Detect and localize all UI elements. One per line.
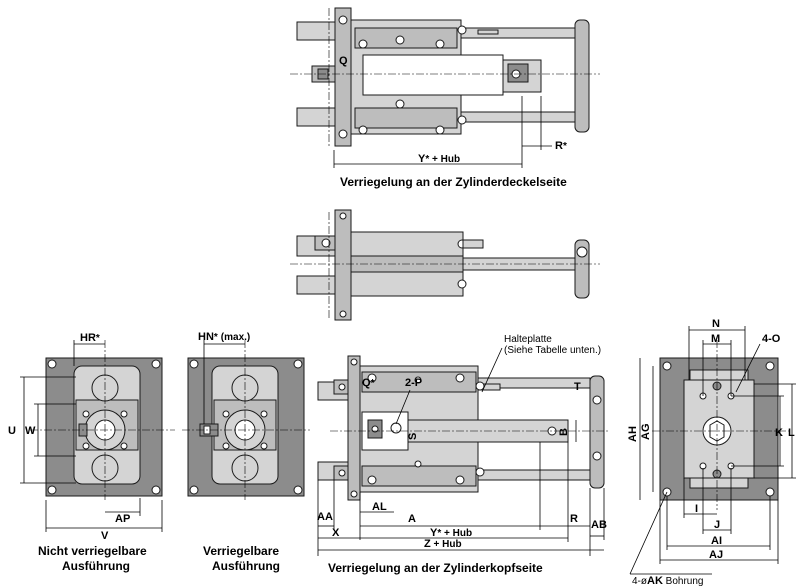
dim-y-hub-bottom: Y* + Hub	[430, 527, 472, 539]
caption-nonlock-2: Ausführung	[62, 559, 130, 573]
dim-n: N	[712, 318, 720, 330]
middle-view-side	[290, 209, 600, 321]
dim-u: U	[8, 425, 16, 437]
note-bohrung: 4-øAK Bohrung	[632, 575, 703, 587]
end-view-lock	[182, 340, 310, 500]
dim-r-top: R*	[555, 140, 567, 152]
dim-4o: 4-O	[762, 333, 781, 345]
dim-v: V	[101, 530, 109, 542]
dim-s: S	[407, 433, 419, 440]
dim-ab: AB	[591, 519, 607, 531]
caption-top: Verriegelung an der Zylinderdeckelseite	[340, 175, 567, 189]
dim-r-bottom: R	[570, 513, 578, 525]
dim-b: B	[558, 428, 570, 436]
dim-w: W	[25, 425, 36, 437]
dim-q-bottom: Q*	[362, 377, 375, 389]
dim-z-hub: Z + Hub	[424, 538, 462, 550]
top-view-head-lock	[290, 7, 600, 148]
dim-ah: AH	[627, 426, 639, 442]
dim-2p: 2-P	[405, 377, 422, 389]
dim-y-hub-top: Y* + Hub	[418, 153, 460, 165]
dim-k: K	[775, 427, 783, 439]
note-halteplatte-1: Halteplatte	[504, 334, 552, 345]
dim-aa: AA	[317, 511, 333, 523]
dim-ai: AI	[711, 535, 722, 547]
dim-j: J	[714, 519, 720, 531]
note-halteplatte-2: (Siehe Tabelle unten.)	[504, 345, 601, 356]
caption-lock-2: Ausführung	[212, 559, 280, 573]
dim-q-top: Q	[339, 55, 348, 67]
dim-al: AL	[372, 501, 387, 513]
dim-ap: AP	[115, 513, 130, 525]
dim-hn: HN*(max.)	[198, 331, 250, 343]
dim-a: A	[408, 513, 416, 525]
end-view-non-lock	[30, 340, 175, 500]
dim-x: X	[332, 527, 340, 539]
front-plate-view	[652, 340, 790, 510]
dim-l: L	[788, 427, 795, 439]
dim-aj: AJ	[709, 549, 723, 561]
dim-hr: HR*	[80, 332, 100, 344]
dim-i: I	[695, 503, 698, 515]
caption-bottom: Verriegelung an der Zylinderkopfseite	[328, 561, 543, 575]
caption-nonlock-1: Nicht verriegelbare	[38, 544, 147, 558]
dim-t: T	[574, 381, 581, 393]
caption-lock-1: Verriegelbare	[203, 544, 279, 558]
dim-m: M	[711, 333, 720, 345]
bottom-view-rod-lock	[317, 355, 610, 501]
dim-ag: AG	[640, 424, 652, 441]
